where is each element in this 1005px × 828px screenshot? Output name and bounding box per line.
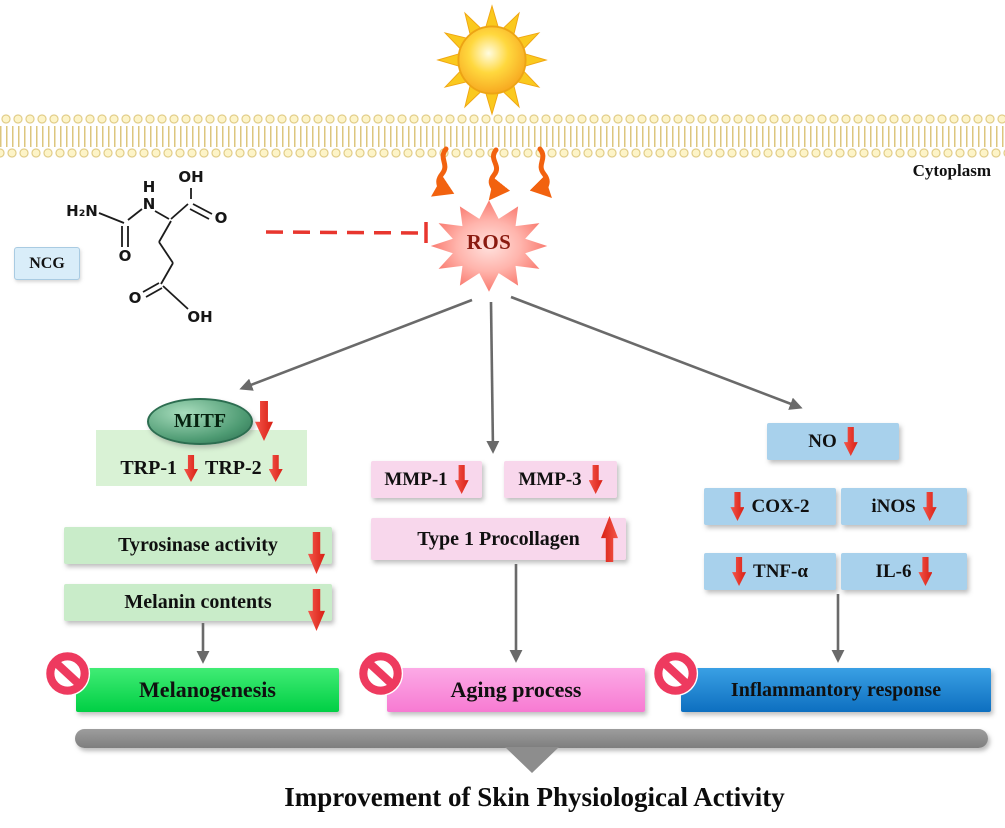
aging-process-label: Aging process	[450, 677, 582, 702]
cytoplasm-label: Cytoplasm	[912, 161, 991, 180]
melanin-label: Melanin contents	[124, 591, 272, 613]
atom-top-oh: OH	[178, 168, 203, 186]
bottom-title: Improvement of Skin Physiological Activi…	[284, 782, 785, 812]
down-arrow-icon	[268, 455, 283, 482]
mmp3-label: MMP-3	[518, 468, 582, 490]
atom-bottom-o: O	[129, 289, 142, 307]
procollagen-label: Type 1 Procollagen	[417, 527, 580, 550]
down-arrow-icon	[843, 427, 858, 456]
no-label: NO	[808, 430, 837, 452]
inos-box: iNOS	[841, 488, 967, 525]
mitf-ellipse: MITF	[147, 398, 253, 445]
down-arrow-icon	[588, 465, 603, 494]
mmp1-label: MMP-1	[384, 468, 448, 490]
cox2-box: COX-2	[704, 488, 836, 525]
procollagen-box: Type 1 Procollagen	[371, 518, 626, 560]
ros-label: ROS	[466, 230, 512, 254]
tyrosinase-label: Tyrosinase activity	[118, 534, 278, 556]
down-arrow-icon	[732, 557, 747, 586]
trp2-label: TRP-2	[205, 457, 262, 479]
atom-urea-o: O	[119, 247, 132, 265]
melanogenesis-label: Melanogenesis	[139, 677, 276, 702]
melanin-box: Melanin contents	[64, 584, 332, 631]
inflammatory-response-label: Inflammantory response	[730, 678, 942, 701]
tnfa-label: TNF-α	[753, 560, 808, 582]
atom-amide-n: N	[143, 195, 156, 213]
atom-bottom-oh: OH	[187, 308, 212, 326]
up-arrow-icon	[601, 516, 618, 562]
down-arrow-icon	[730, 492, 745, 521]
atom-h2n: H₂N	[66, 202, 98, 220]
down-arrow-icon	[922, 492, 937, 521]
trp1-label: TRP-1	[120, 457, 177, 479]
melanogenesis-outcome-box: Melanogenesis	[76, 668, 339, 712]
ncg-label-box: NCG	[14, 247, 80, 280]
cell-membrane-graphic	[0, 112, 1005, 160]
sun-icon	[436, 4, 548, 116]
tyrosinase-box: Tyrosinase activity	[64, 527, 332, 574]
mmp1-box: MMP-1	[371, 461, 482, 498]
mmp3-box: MMP-3	[504, 461, 617, 498]
prohibition-icon	[44, 650, 91, 697]
down-arrow-icon	[184, 455, 198, 482]
prohibition-icon	[652, 650, 699, 697]
cox2-label: COX-2	[751, 495, 810, 517]
inflammation-outcome-box: Inflammantory response	[681, 668, 991, 712]
inhibition-dashed-line	[265, 222, 428, 243]
atom-amide-h: H	[143, 178, 156, 196]
inos-label: iNOS	[871, 495, 916, 517]
aging-outcome-box: Aging process	[387, 668, 645, 712]
summary-bar	[75, 729, 988, 748]
il6-label: IL-6	[875, 560, 912, 582]
down-arrow-icon	[918, 557, 933, 586]
down-arrow-icon	[454, 465, 469, 494]
summary-bar-pointer	[505, 747, 559, 773]
prohibition-icon	[357, 650, 404, 697]
atom-carboxyl-o: O	[215, 209, 228, 227]
il6-box: IL-6	[841, 553, 967, 590]
uv-ray-icons	[431, 146, 552, 201]
ncg-chemical-structure: H₂N H N OH O O O OH	[66, 168, 228, 326]
no-box: NO	[767, 423, 899, 460]
tnfa-box: TNF-α	[704, 553, 836, 590]
trp-band: TRP-1 TRP-2	[96, 430, 307, 486]
ros-burst-icon	[430, 200, 548, 292]
